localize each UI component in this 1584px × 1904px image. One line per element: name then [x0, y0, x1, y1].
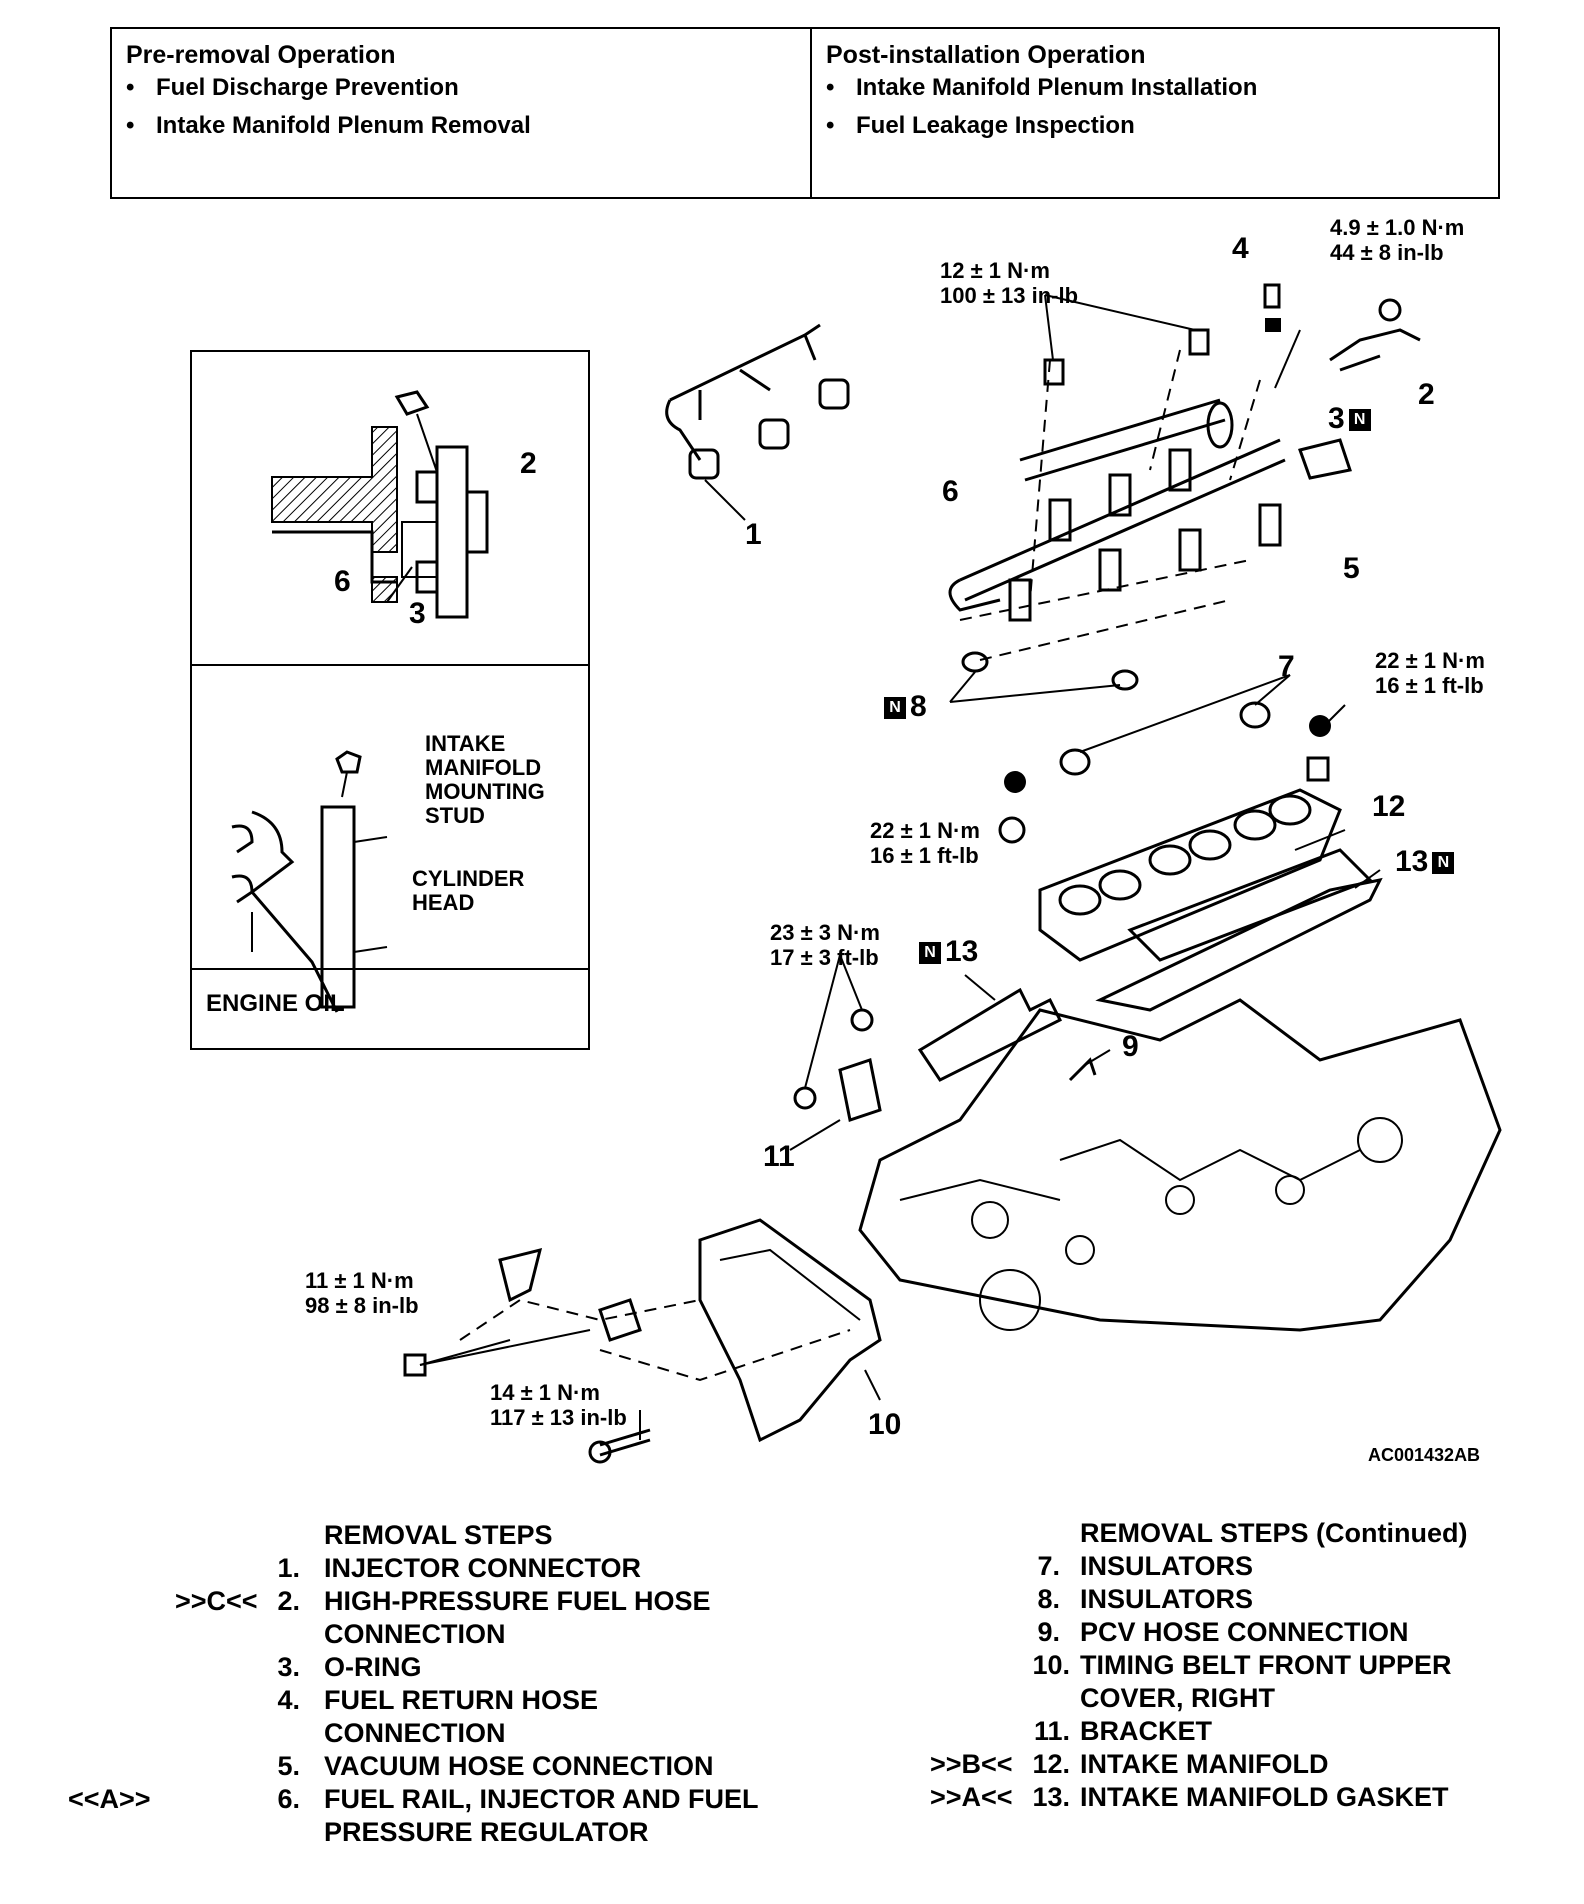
operations-table: Pre-removal Operation Fuel Discharge Pre… [110, 27, 1500, 199]
inset-drawing [231, 390, 489, 1013]
inset-detail-box: 2 3 6 INTAKE MANIFOLD MOUNTING STUD CYLI… [190, 350, 590, 1050]
post-installation-title: Post-installation Operation [826, 41, 1146, 69]
intake-gasket-drawing [917, 869, 1383, 1082]
callout-2: 2 [1418, 378, 1435, 411]
callout-12: 12 [1372, 790, 1406, 823]
pre-removal-column: Pre-removal Operation Fuel Discharge Pre… [112, 29, 812, 197]
fuel-rail-drawing [948, 349, 1352, 661]
lower-brackets-drawing [403, 1247, 851, 1464]
new-part-mark: N [919, 942, 941, 965]
callout-7: 7 [1278, 650, 1295, 683]
inset-divider [192, 968, 588, 970]
callout-1: 1 [745, 518, 762, 551]
callout-10: 10 [868, 1408, 902, 1441]
insulators-8-drawing [949, 651, 1139, 703]
fuel-rail-bolts-drawing [1043, 283, 1421, 389]
figure-id: AC001432AB [1368, 1445, 1481, 1465]
pre-removal-item: Fuel Discharge Prevention [126, 74, 796, 102]
timing-belt-cover-drawing [698, 1218, 882, 1443]
removal-steps-title: REMOVAL STEPS [324, 1520, 553, 1550]
pre-removal-title: Pre-removal Operation [126, 41, 396, 69]
new-part-mark: N [1432, 852, 1455, 875]
removal-step-continuation: CONNECTION [324, 1718, 506, 1748]
engine-block-drawing [858, 998, 1502, 1332]
new-part-mark: N [1348, 409, 1371, 432]
callout-9: 9 [1122, 1030, 1139, 1063]
callout-11: 11 [763, 1140, 795, 1173]
post-installation-column: Post-installation Operation Intake Manif… [812, 29, 1498, 197]
post-installation-item: Fuel Leakage Inspection [826, 112, 1484, 140]
intake-manifold-drawing [1038, 788, 1373, 962]
new-part-mark: N [884, 697, 906, 720]
removal-step-continuation: COVER, RIGHT [1080, 1683, 1276, 1713]
inset-divider [192, 664, 588, 666]
intake-manifold-stud-label: INTAKE MANIFOLD MOUNTING STUD [425, 731, 545, 828]
post-installation-item: Intake Manifold Plenum Installation [826, 74, 1484, 102]
injector-connector-drawing [665, 323, 850, 521]
inset-callout-3: 3 [409, 597, 426, 630]
removal-step-continuation: PRESSURE REGULATOR [324, 1817, 649, 1847]
inset-callout-6: 6 [334, 565, 351, 598]
insulators-7-drawing [998, 674, 1346, 844]
cylinder-head-label: CYLINDER HEAD [412, 866, 525, 915]
pcv-hose-drawing [1068, 1049, 1111, 1082]
callout-4: 4 [1232, 232, 1249, 265]
inset-callout-2: 2 [520, 447, 537, 480]
removal-steps-continued-title: REMOVAL STEPS (Continued) [1080, 1518, 1468, 1548]
removal-step-continuation: CONNECTION [324, 1619, 506, 1649]
bracket-drawing [789, 954, 882, 1151]
pre-removal-item: Intake Manifold Plenum Removal [126, 112, 796, 140]
callout-5: 5 [1343, 552, 1360, 585]
callout-6: 6 [942, 475, 959, 508]
engine-oil-label: ENGINE OIL [206, 990, 345, 1017]
